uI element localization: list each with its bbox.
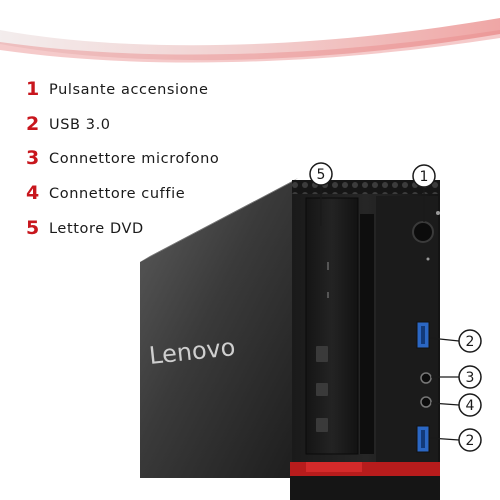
activity-led bbox=[426, 257, 430, 261]
callout-circle bbox=[458, 393, 482, 417]
legend-number: 3 bbox=[26, 147, 40, 169]
headphone-jack bbox=[420, 396, 432, 408]
callout-number: 5 bbox=[317, 167, 326, 183]
legend-label: Pulsante accensione bbox=[49, 82, 209, 98]
callout-circle bbox=[458, 329, 482, 353]
callout-usb-bottom: 2 bbox=[429, 428, 482, 452]
case-top bbox=[140, 178, 298, 262]
legend-item-power: 1 Pulsante accensione bbox=[26, 76, 286, 106]
power-led bbox=[436, 211, 440, 215]
dvd-badge-lower bbox=[316, 418, 328, 432]
dvd-drive-bay bbox=[305, 197, 359, 455]
usb-port-bottom-inner bbox=[421, 430, 425, 448]
legend-item-dvd: 5 Lettore DVD bbox=[26, 215, 286, 245]
callout-usb-top: 2 bbox=[429, 329, 482, 353]
legend-item-usb: 2 USB 3.0 bbox=[26, 111, 286, 141]
callout-number: 2 bbox=[466, 433, 475, 449]
front-vent-grille bbox=[292, 180, 440, 194]
case-base bbox=[290, 476, 440, 500]
mic-jack bbox=[420, 372, 432, 384]
dvd-led bbox=[327, 292, 329, 298]
legend-label: Connettore cuffie bbox=[49, 186, 186, 202]
callout-number: 2 bbox=[466, 334, 475, 350]
power-button bbox=[412, 221, 434, 243]
legend-label: Lettore DVD bbox=[49, 221, 144, 237]
callout-leader bbox=[430, 402, 460, 406]
callout-circle bbox=[458, 365, 482, 389]
legend-number: 2 bbox=[26, 113, 40, 135]
legend-number: 4 bbox=[26, 182, 40, 204]
callout-headphone: 4 bbox=[430, 393, 482, 417]
dvd-badge bbox=[316, 383, 328, 396]
front-divider bbox=[360, 214, 374, 454]
callout-dvd: 5 bbox=[309, 162, 333, 226]
legend-item-mic: 3 Connettore microfono bbox=[26, 145, 286, 175]
legend-item-headphone: 4 Connettore cuffie bbox=[26, 180, 286, 210]
legend-label: USB 3.0 bbox=[49, 117, 111, 133]
callout-circle bbox=[309, 162, 333, 186]
dvd-logo bbox=[316, 346, 328, 362]
callout-number: 4 bbox=[466, 398, 475, 414]
callout-number: 3 bbox=[466, 370, 475, 386]
callout-leader bbox=[429, 437, 460, 441]
legend-label: Connettore microfono bbox=[49, 151, 220, 167]
callout-mic: 3 bbox=[431, 365, 482, 389]
callout-leader bbox=[429, 337, 460, 342]
callout-circle bbox=[458, 428, 482, 452]
callout-power: 1 bbox=[412, 164, 436, 222]
usb-port-top-inner bbox=[421, 326, 425, 344]
callout-circle bbox=[412, 164, 436, 188]
case-side-panel bbox=[140, 182, 292, 478]
callout-number: 1 bbox=[420, 169, 429, 185]
dvd-eject-slot bbox=[327, 262, 329, 270]
legend-number: 5 bbox=[26, 217, 40, 239]
header-swoosh bbox=[0, 18, 500, 63]
lenovo-foot-badge bbox=[306, 462, 362, 472]
legend-number: 1 bbox=[26, 78, 40, 100]
